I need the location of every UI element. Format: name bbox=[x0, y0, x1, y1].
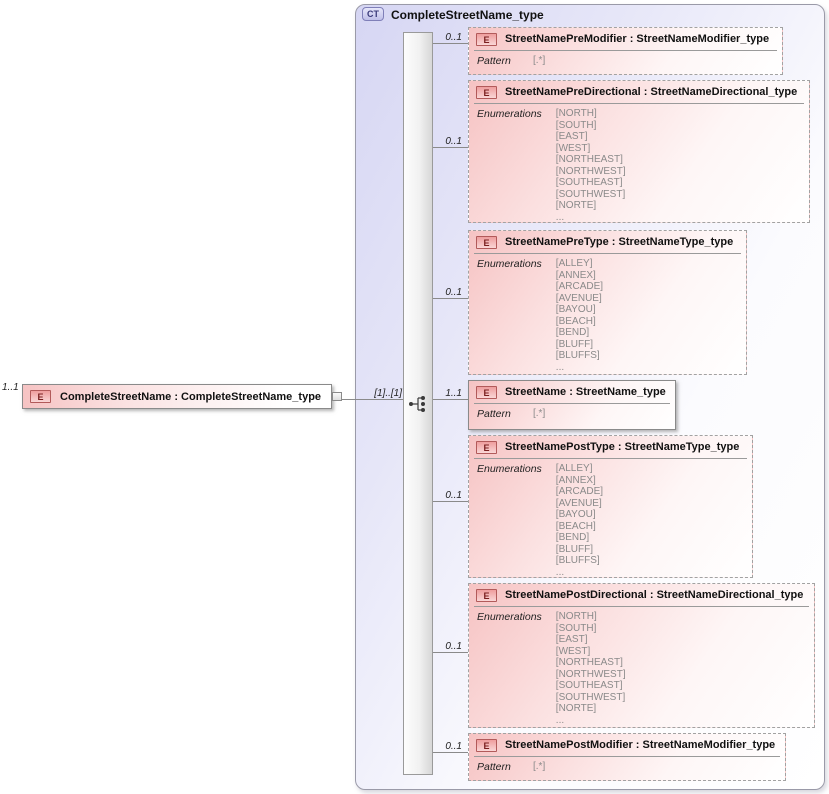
element-icon: E bbox=[476, 235, 497, 249]
divider bbox=[474, 50, 777, 51]
facet-values: [NORTH][SOUTH][EAST][WEST][NORTHEAST][NO… bbox=[555, 611, 626, 726]
element-name: StreetNamePostModifier : StreetNameModif… bbox=[505, 739, 776, 751]
facet-values: [ALLEY][ANNEX][ARCADE][AVENUE][BAYOU][BE… bbox=[555, 463, 604, 578]
facet-label: Pattern bbox=[477, 408, 511, 420]
connector-line bbox=[433, 752, 468, 753]
facet-label: Enumerations bbox=[477, 463, 542, 475]
root-cardinality-label: 1..1 bbox=[2, 382, 19, 393]
connector-line bbox=[433, 652, 468, 653]
element-icon: E bbox=[476, 588, 497, 602]
facet-label: Enumerations bbox=[477, 258, 542, 270]
element-box-streetnamepretype[interactable]: E StreetNamePreType : StreetNameType_typ… bbox=[468, 230, 747, 375]
divider bbox=[474, 103, 804, 104]
cardinality-label: 0..1 bbox=[445, 741, 462, 752]
element-icon: E bbox=[476, 738, 497, 752]
facet-values: [ALLEY][ANNEX][ARCADE][AVENUE][BAYOU][BE… bbox=[555, 258, 604, 373]
connector-line bbox=[433, 147, 468, 148]
collapse-handle[interactable] bbox=[332, 392, 342, 401]
cardinality-label: 0..1 bbox=[445, 287, 462, 298]
element-name: StreetNamePreModifier : StreetNameModifi… bbox=[505, 33, 770, 45]
element-name: StreetNamePreDirectional : StreetNameDir… bbox=[505, 86, 798, 98]
element-icon: E bbox=[30, 390, 51, 403]
cardinality-label: 0..1 bbox=[445, 136, 462, 147]
facet-values: [NORTH][SOUTH][EAST][WEST][NORTHEAST][NO… bbox=[555, 108, 626, 223]
facet-label: Pattern bbox=[477, 761, 511, 773]
facet-values: [.*] bbox=[533, 761, 546, 772]
connector-line bbox=[433, 298, 468, 299]
facet-values: [.*] bbox=[533, 55, 546, 66]
element-name: StreetNamePostType : StreetNameType_type bbox=[505, 441, 740, 453]
cardinality-label: 0..1 bbox=[445, 641, 462, 652]
connector-line bbox=[342, 399, 403, 400]
connector-line bbox=[433, 43, 468, 44]
root-element-name: CompleteStreetName : CompleteStreetName_… bbox=[60, 390, 322, 403]
element-icon: E bbox=[476, 85, 497, 99]
divider bbox=[474, 253, 741, 254]
divider bbox=[474, 756, 780, 757]
facet-label: Enumerations bbox=[477, 611, 542, 623]
element-box-streetnamepremodifier[interactable]: E StreetNamePreModifier : StreetNameModi… bbox=[468, 27, 783, 75]
cardinality-label: 0..1 bbox=[445, 32, 462, 43]
sequence-icon[interactable] bbox=[407, 394, 431, 414]
complex-type-title: CompleteStreetName_type bbox=[391, 8, 544, 22]
divider bbox=[474, 606, 809, 607]
divider bbox=[474, 458, 747, 459]
element-box-streetnameposttype[interactable]: E StreetNamePostType : StreetNameType_ty… bbox=[468, 435, 753, 578]
connector-line bbox=[433, 501, 468, 502]
element-box-streetnamepostdirectional[interactable]: E StreetNamePostDirectional : StreetName… bbox=[468, 583, 815, 728]
element-icon: E bbox=[476, 385, 497, 399]
facet-label: Pattern bbox=[477, 55, 511, 67]
element-box-streetname[interactable]: E StreetName : StreetName_type Pattern [… bbox=[468, 380, 676, 430]
element-box-streetnamepostmodifier[interactable]: E StreetNamePostModifier : StreetNameMod… bbox=[468, 733, 786, 781]
element-icon: E bbox=[476, 32, 497, 46]
cardinality-label: 0..1 bbox=[445, 490, 462, 501]
cardinality-label: 1..1 bbox=[445, 388, 462, 399]
complex-type-icon: CT bbox=[362, 7, 384, 21]
element-name: StreetNamePreType : StreetNameType_type bbox=[505, 236, 734, 248]
facet-values: [.*] bbox=[533, 408, 546, 419]
element-name: StreetName : StreetName_type bbox=[505, 386, 666, 398]
element-box-streetnamepredirectional[interactable]: E StreetNamePreDirectional : StreetNameD… bbox=[468, 80, 810, 223]
divider bbox=[474, 403, 670, 404]
sequence-cardinality-label: [1]..[1] bbox=[374, 388, 402, 399]
facet-label: Enumerations bbox=[477, 108, 542, 120]
element-name: StreetNamePostDirectional : StreetNameDi… bbox=[505, 589, 804, 601]
connector-line bbox=[433, 399, 468, 400]
element-icon: E bbox=[476, 440, 497, 454]
root-element-box[interactable]: E CompleteStreetName : CompleteStreetNam… bbox=[22, 384, 332, 409]
